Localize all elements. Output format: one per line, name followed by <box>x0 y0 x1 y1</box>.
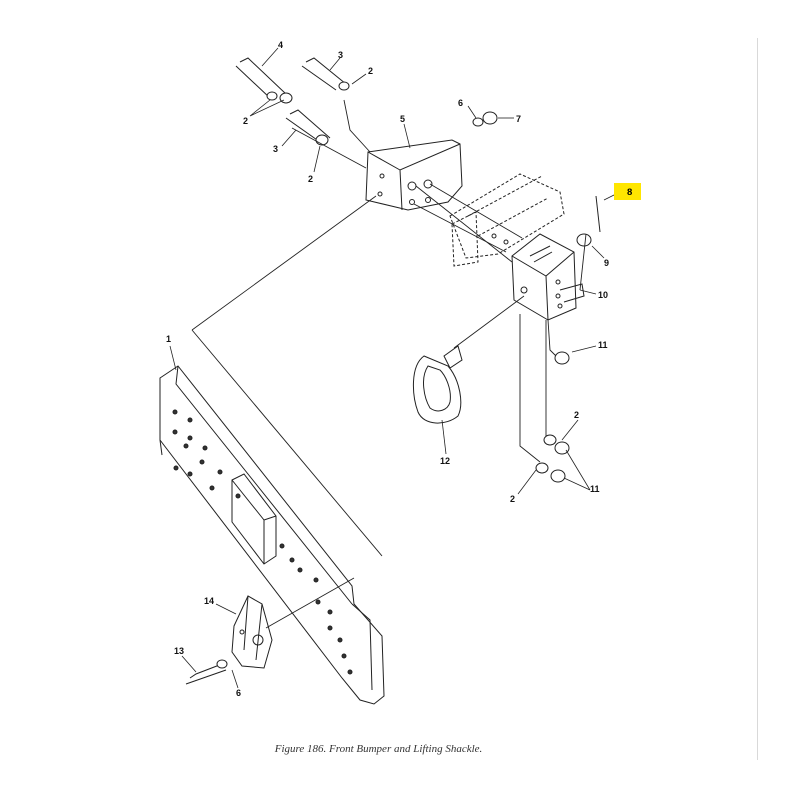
callout-14: 14 <box>204 596 214 606</box>
front-bumper <box>159 365 385 705</box>
washers-and-nuts <box>216 81 592 669</box>
callout-6: 6 <box>458 98 463 108</box>
callout-10: 10 <box>598 290 608 300</box>
callout-3: 3 <box>338 50 343 60</box>
callout-2: 2 <box>510 494 515 504</box>
callout-2: 2 <box>308 174 313 184</box>
bolts <box>185 57 601 685</box>
callout-8: 8 <box>627 187 632 198</box>
callout-3: 3 <box>273 144 278 154</box>
callout-12: 12 <box>440 456 450 466</box>
callout-2: 2 <box>243 116 248 126</box>
right-mounting-bracket <box>491 233 585 321</box>
callout-2: 2 <box>574 410 579 420</box>
callout-7: 7 <box>516 114 521 124</box>
callout-1: 1 <box>166 334 171 344</box>
callout-9: 9 <box>604 258 609 268</box>
callout-5: 5 <box>400 114 405 124</box>
lifting-shackle <box>412 345 463 424</box>
tow-hook-bracket <box>231 595 273 669</box>
callout-4: 4 <box>278 40 283 50</box>
callout-2: 2 <box>368 66 373 76</box>
figure-caption: Figure 186. Front Bumper and Lifting Sha… <box>274 743 483 755</box>
callout-leaders <box>169 47 621 689</box>
highlight-marker <box>614 183 641 200</box>
assembly-lines <box>191 99 587 629</box>
page-divider <box>757 38 758 760</box>
callout-labels: 4 3 2 2 6 7 5 3 2 8 9 10 11 1 2 12 11 2 … <box>166 40 632 698</box>
callout-6: 6 <box>236 688 241 698</box>
callout-11: 11 <box>598 340 608 350</box>
frame-rail <box>449 173 565 267</box>
left-mounting-bracket <box>365 139 463 211</box>
callout-11: 11 <box>590 484 600 494</box>
callout-13: 13 <box>174 646 184 656</box>
